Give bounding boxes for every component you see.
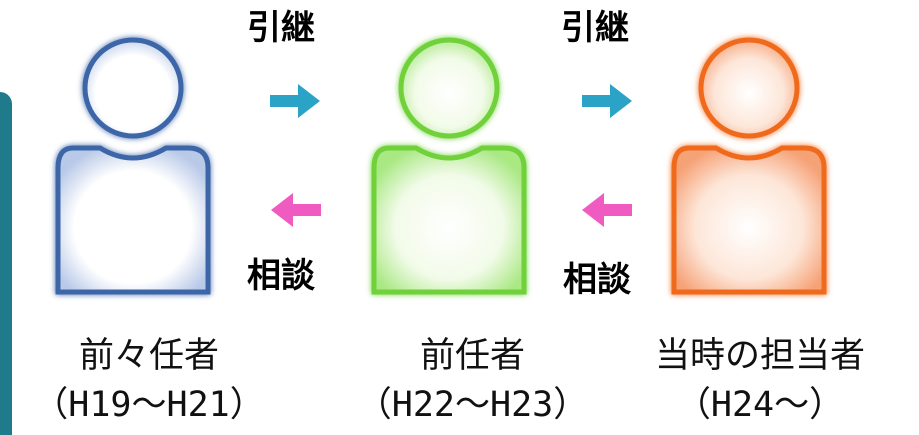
handover-label: 引継 <box>561 8 629 48</box>
consult-label: 相談 <box>247 256 315 296</box>
person-period: （H19～H21） <box>33 385 265 425</box>
edge-bar <box>0 92 12 435</box>
person-period: （H24～） <box>675 385 845 425</box>
arrow-right-icon <box>582 84 632 118</box>
person-icon-predecessor-2 <box>48 30 218 305</box>
arrow-right-icon <box>270 84 320 118</box>
arrow-left-icon <box>582 193 632 227</box>
consult-label: 相談 <box>563 260 631 300</box>
person-title: 当時の担当者 <box>654 336 865 376</box>
handover-label: 引継 <box>247 8 315 48</box>
person-title: 前々任者 <box>78 336 219 376</box>
person-caption-predecessor: 前任者 （H22～H23） <box>325 339 620 423</box>
person-title: 前任者 <box>419 336 525 376</box>
person-period: （H22～H23） <box>356 385 589 425</box>
person-caption-current: 当時の担当者 （H24～） <box>615 339 905 423</box>
arrow-left-icon <box>271 193 321 227</box>
person-icon-current <box>664 30 834 305</box>
person-caption-predecessor-2: 前々任者 （H19～H21） <box>14 339 284 423</box>
person-icon-predecessor <box>364 30 534 305</box>
